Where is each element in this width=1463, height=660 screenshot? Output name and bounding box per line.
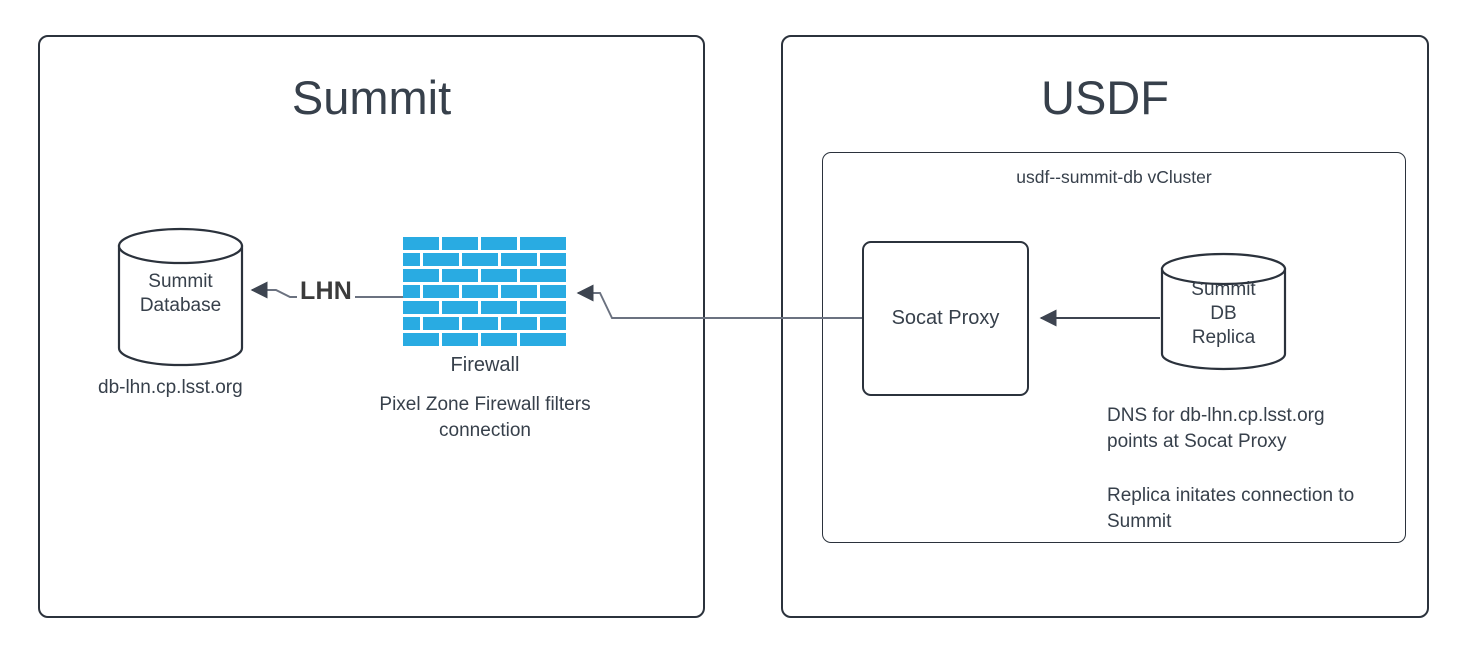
summit-database-cylinder: Summit Database — [117, 227, 244, 367]
firewall-description: Pixel Zone Firewall filters connection — [379, 394, 591, 441]
socat-proxy-label: Socat Proxy — [891, 307, 1000, 329]
vcluster-label: usdf--summit-db vCluster — [1016, 167, 1212, 187]
replica-connection-note: Replica initates connection to Summit — [1107, 485, 1355, 532]
summit-database-hostname: db-lhn.cp.lsst.org — [98, 377, 243, 398]
zone-summit-title: Summit — [291, 71, 452, 124]
zone-usdf-title: USDF — [1041, 71, 1169, 124]
summit-db-replica-cylinder: Summit DB Replica — [1160, 252, 1287, 371]
firewall-icon — [403, 237, 566, 351]
edge-label-lhn: LHN — [297, 277, 355, 306]
dns-note: DNS for db-lhn.cp.lsst.org points at Soc… — [1107, 405, 1325, 452]
socat-proxy-node: Socat Proxy — [862, 241, 1029, 396]
firewall-label: Firewall — [450, 354, 520, 376]
vcluster-box: usdf--summit-db vCluster — [822, 152, 1406, 543]
